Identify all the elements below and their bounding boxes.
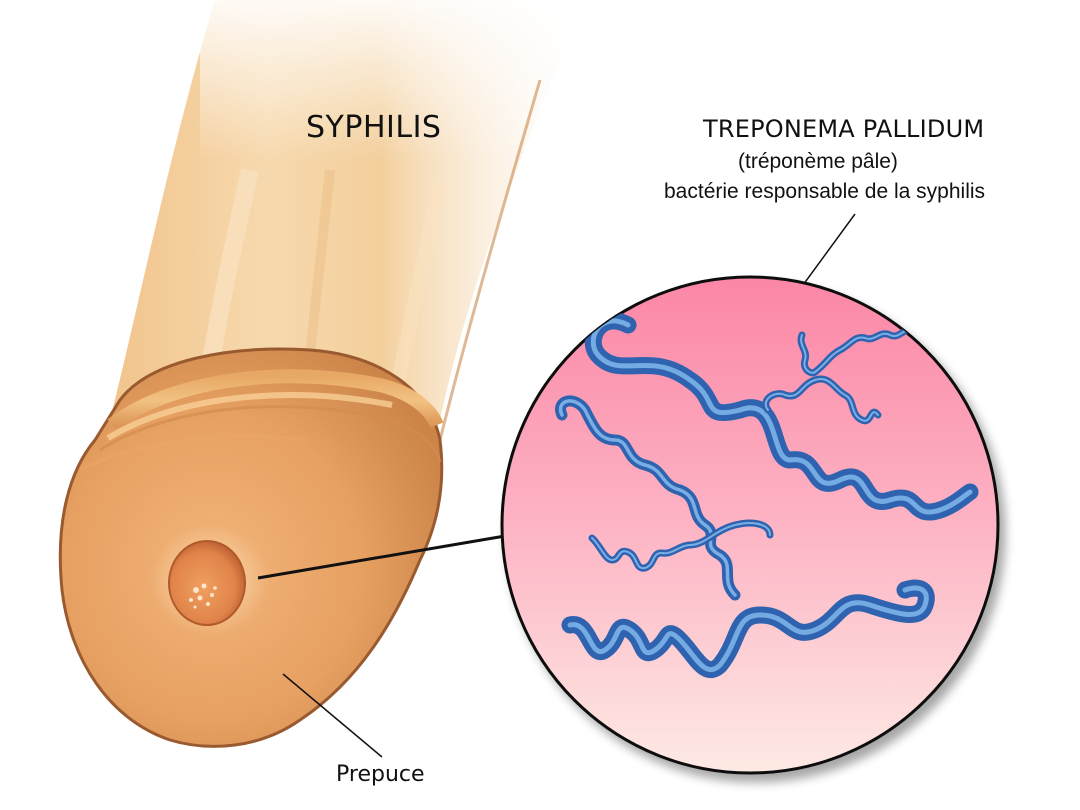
glans (58, 347, 444, 748)
bacterium-common-name: (tréponème pâle) (738, 150, 898, 173)
page-title: SYPHILIS (306, 110, 442, 145)
prepuce-label: Prepuce (336, 762, 425, 787)
chancre-lesion (168, 540, 246, 626)
bacterium-2 (555, 395, 741, 601)
leader-line-prepuce (282, 673, 383, 758)
bacterium-5 (561, 579, 935, 678)
leader-line-chancre (257, 534, 506, 580)
bacterium-description: bactérie responsable de la syphilis (664, 180, 986, 203)
bacterium-name: TREPONEMA PALLIDUM (703, 115, 985, 143)
bacterium-3 (588, 519, 774, 572)
lesion-spots (189, 583, 217, 609)
bacterium-1 (584, 312, 979, 521)
